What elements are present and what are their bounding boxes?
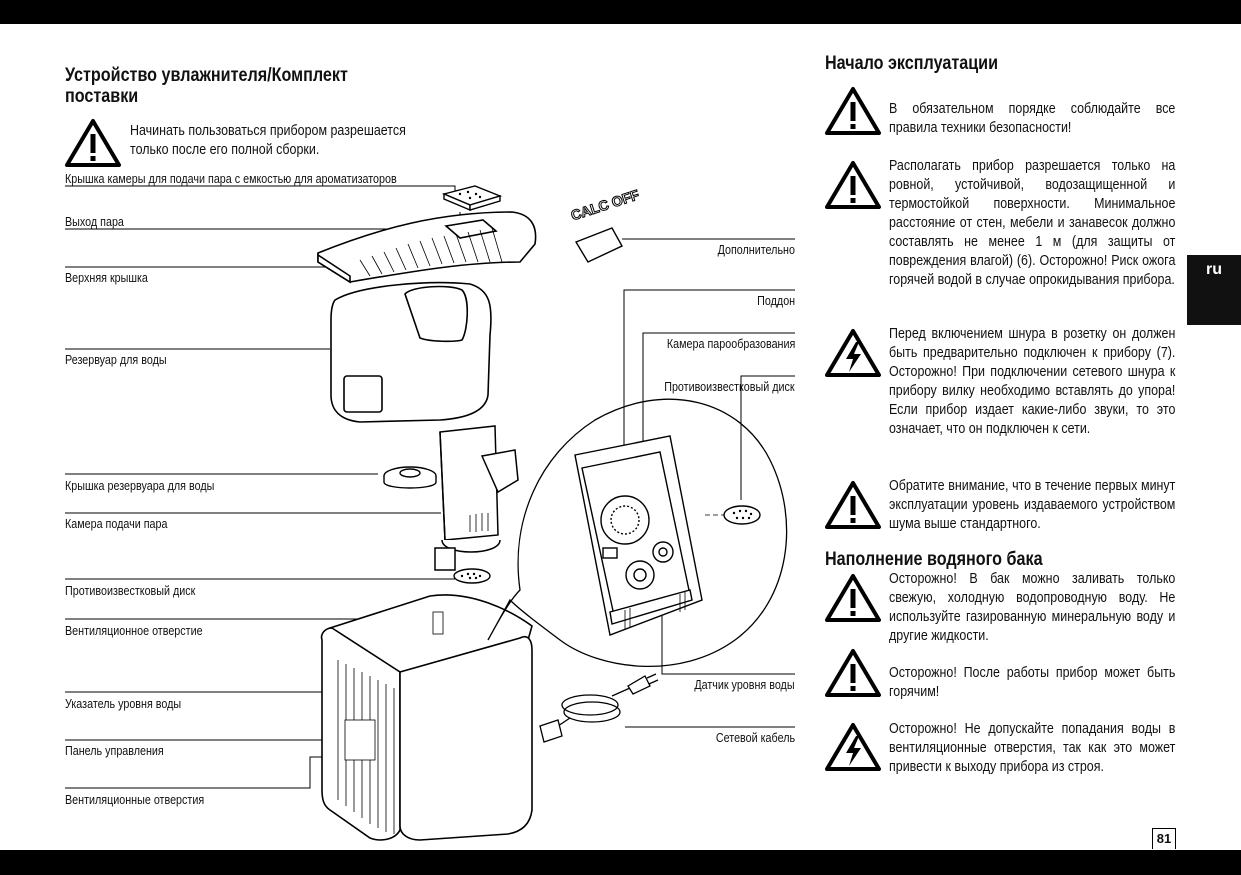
label-top-cover: Верхняя крышка	[65, 271, 148, 285]
warning-icon	[825, 161, 881, 209]
warning-icon	[65, 119, 121, 167]
label-vent-opening: Вентиляционное отверстие	[65, 624, 203, 638]
label-anticalc-disc: Противоизвестковый диск	[65, 584, 196, 598]
section-title-fill: Наполнение водяного бака	[825, 549, 1043, 570]
label-level-sensor: Датчик уровня воды	[694, 678, 795, 692]
label-steam-cover: Крышка камеры для подачи пара с емкостью…	[65, 172, 397, 186]
page-number: 81	[1152, 828, 1176, 849]
label-power-cable: Сетевой кабель	[715, 731, 795, 745]
svg-text:CALC OFF: CALC OFF	[569, 186, 642, 223]
label-tray: Поддон	[757, 294, 795, 308]
label-tank-cap: Крышка резервуара для воды	[65, 479, 215, 493]
warning-icon	[825, 481, 881, 529]
label-steam-outlet: Выход пара	[65, 215, 124, 229]
assembly-warning-text: Начинать пользоваться прибором разрешает…	[130, 123, 406, 158]
paragraph-placement: Располагать прибор разрешается только на…	[889, 158, 1176, 288]
paragraph-water: Осторожно! В бак можно заливать только с…	[889, 571, 1176, 644]
warning-icon	[825, 574, 881, 622]
label-anticalc-disc-right: Противоизвестковый диск	[664, 380, 795, 394]
warning-icon	[825, 87, 881, 135]
section-title-start: Начало эксплуатации	[825, 53, 999, 74]
section-title-device: Устройство увлажнителя/Комплект поставки	[65, 65, 348, 107]
label-water-tank: Резервуар для воды	[65, 353, 167, 367]
label-vents: Вентиляционные отверстия	[65, 793, 205, 807]
label-control-panel: Панель управления	[65, 744, 164, 758]
paragraph-safety: В обязательном порядке соблюдайте все пр…	[889, 101, 1176, 136]
label-evap-chamber: Камера парообразования	[666, 337, 795, 351]
top-bar	[0, 0, 1241, 24]
paragraph-vents: Осторожно! Не допускайте попадания воды …	[889, 721, 1176, 775]
paragraph-power: Перед включением шнура в розетку он долж…	[889, 326, 1176, 437]
label-water-level: Указатель уровня воды	[65, 697, 182, 711]
electric-warning-icon	[825, 723, 881, 771]
paragraph-noise: Обратите внимание, что в течение первых …	[889, 478, 1176, 532]
label-optional: Дополнительно	[717, 243, 795, 257]
electric-warning-icon	[825, 329, 881, 377]
bottom-bar	[0, 850, 1241, 875]
label-steam-chamber: Камера подачи пара	[65, 517, 168, 531]
paragraph-hot: Осторожно! После работы прибор может быт…	[889, 665, 1176, 700]
warning-icon	[825, 649, 881, 697]
language-tab: ru	[1187, 255, 1241, 325]
